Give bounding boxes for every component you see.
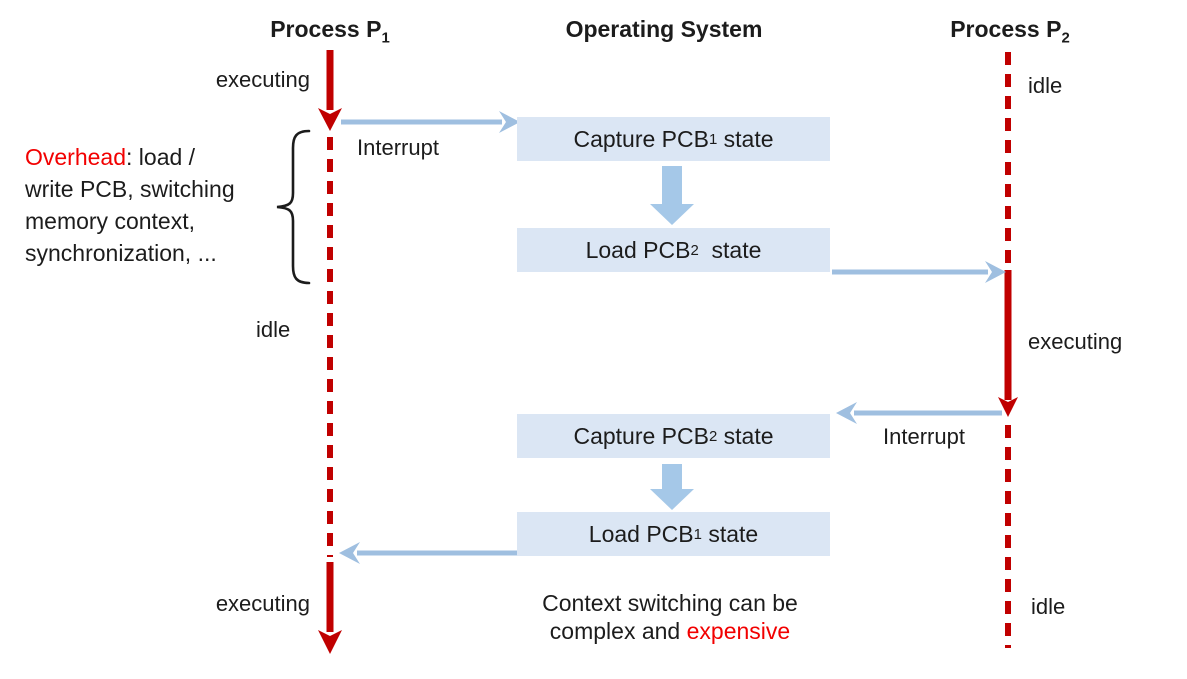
box4-text: Load PCB [588,520,694,547]
overhead-line-2: write PCB, switching [25,176,235,202]
caption-line-2: complex and expensive [470,617,870,645]
box1-text: Capture PCB [573,125,709,152]
box2-text-post: state [698,236,762,263]
interrupt-arrow-p1-to-os [341,111,520,133]
header-p2-text: Process P [950,16,1062,42]
arrow-load-pcb2-to-p2 [832,261,1006,283]
arrow-load-pcb1-to-p1 [339,542,517,564]
interrupt-label-1: Interrupt [357,135,439,160]
p2-idle-label-top: idle [1028,73,1063,98]
p1-executing-label-top: executing [215,67,310,92]
p1-executing-segment-top [326,50,334,110]
box1-subscript: 1 [708,130,718,148]
header-operating-system: Operating System [544,16,784,43]
p2-executing-segment [1004,270,1012,400]
box3-text-post: state [717,422,774,449]
header-p1-subscript: 1 [381,29,390,47]
p1-timeline [318,50,342,654]
p1-executing-label-bottom: executing [215,591,310,616]
overhead-annotation: Overhead: load / write PCB, switching me… [25,141,275,269]
p1-executing-segment-bottom [326,562,334,632]
p2-idle-label-bottom: idle [1031,594,1066,619]
block-down-arrow-1 [650,166,694,225]
box4-text-post: state [701,520,759,547]
box3-text: Capture PCB [573,422,709,449]
p1-arrowhead-top [318,108,342,131]
interrupt-arrow-p2-to-os [836,402,1002,424]
p2-arrowhead [998,397,1018,417]
overhead-brace [276,129,311,285]
header-process-p2: Process P2 [910,16,1110,47]
overhead-line-1: Overhead: load / [25,141,275,173]
box4-subscript: 1 [693,525,702,543]
overhead-line-4: synchronization, ... [25,240,217,266]
caption-keyword: expensive [686,618,791,644]
p2-executing-label: executing [1028,329,1123,354]
header-os-text: Operating System [565,16,763,42]
caption-line-1: Context switching can be [542,590,798,616]
overhead-keyword: Overhead [25,144,127,170]
box2-text: Load PCB [585,236,691,263]
block-down-arrow-2 [650,464,694,510]
interrupt-label-2: Interrupt [883,424,965,449]
box1-text-post: state [717,125,774,152]
box3-subscript: 2 [708,427,718,445]
header-p1-text: Process P [270,16,382,42]
header-process-p1: Process P1 [230,16,430,47]
p2-timeline [998,52,1018,648]
caption: Context switching can be complex and exp… [470,589,870,645]
p1-idle-label: idle [256,317,291,342]
overhead-line1-rest: : load / [126,144,196,170]
header-p2-subscript: 2 [1061,29,1070,47]
box2-subscript: 2 [690,241,699,259]
caption-line2-text: complex and [549,618,687,644]
p1-arrowhead-bottom [318,630,342,654]
overhead-line-3: memory context, [25,208,195,234]
